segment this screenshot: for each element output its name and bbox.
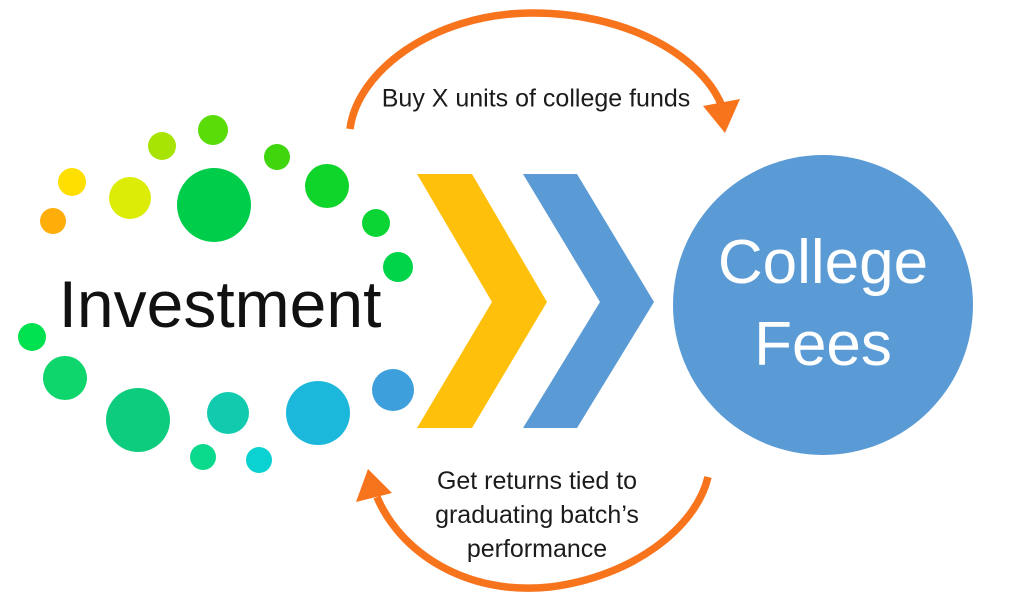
bottom-arrow-label-line2: graduating batch’s: [435, 501, 639, 529]
swirl-dot: [40, 208, 66, 234]
investment-dots: [18, 115, 414, 473]
swirl-dot: [109, 177, 151, 219]
swirl-dot: [383, 252, 413, 282]
swirl-dot: [362, 209, 390, 237]
top-arrow-label: Buy X units of college funds: [381, 84, 691, 113]
swirl-dot: [190, 444, 216, 470]
swirl-dot: [177, 168, 251, 242]
top-arrow-head-icon: [703, 99, 740, 133]
swirl-dot: [43, 356, 87, 400]
swirl-dot: [372, 369, 414, 411]
swirl-dot: [286, 381, 350, 445]
college-fees-label-line1: College: [717, 228, 929, 297]
chevron-blue-icon: [523, 174, 654, 428]
swirl-dot: [246, 447, 272, 473]
swirl-dot: [207, 392, 249, 434]
bottom-arrow-head-icon: [356, 469, 392, 502]
college-fees-circle: [673, 155, 973, 455]
swirl-dot: [106, 388, 170, 452]
top-arrow-curve: [346, 9, 725, 130]
swirl-dot: [264, 144, 290, 170]
bottom-arrow-label-line1: Get returns tied to: [436, 467, 638, 495]
bottom-arrow-label-line3: performance: [466, 535, 608, 563]
swirl-dot: [58, 168, 86, 196]
bottom-arrow-curve: [373, 476, 712, 592]
swirl-dot: [305, 164, 349, 208]
swirl-dot: [18, 323, 46, 351]
college-fees-label: College Fees: [718, 222, 928, 386]
college-fees-label-line2: Fees: [754, 310, 892, 379]
swirl-dot: [148, 132, 176, 160]
bottom-arrow-label: Get returns tied to graduating batch’s p…: [435, 464, 639, 566]
chevron-gold-icon: [417, 174, 547, 428]
investment-label: Investment: [58, 267, 382, 341]
swirl-dot: [198, 115, 228, 145]
